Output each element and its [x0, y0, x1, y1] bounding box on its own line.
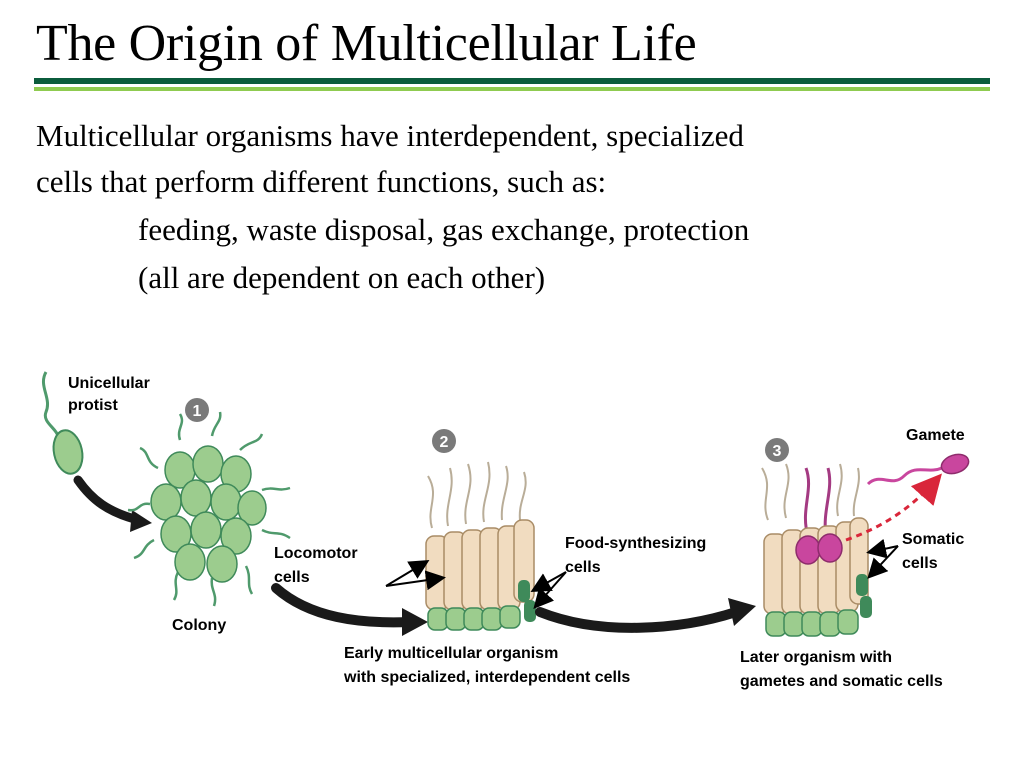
label-food-synthesizing-cells: cells: [565, 559, 601, 576]
label-somatic-cells: cells: [902, 555, 938, 572]
arrow-colony-to-early-organism: [271, 583, 415, 628]
unicellular-protist-cell: [41, 371, 84, 475]
svg-text:1: 1: [193, 403, 202, 420]
arrow-early-to-later-organism: [535, 607, 741, 633]
body-text-line: Multicellular organisms have interdepend…: [36, 118, 744, 153]
label-locomotor: Locomotor: [274, 545, 358, 562]
svg-text:3: 3: [773, 443, 782, 460]
label-locomotor-cells: cells: [274, 569, 310, 586]
slide-title: The Origin of Multicellular Life: [36, 15, 697, 72]
label-later-organism-detail: gametes and somatic cells: [740, 673, 943, 690]
label-protist: protist: [68, 397, 118, 414]
later-organism: [761, 463, 872, 637]
label-early-organism-detail: with specialized, interdependent cells: [344, 669, 631, 686]
early-organism: [425, 461, 536, 631]
food-synthesizing-pointers: [530, 571, 567, 609]
step-1-badge: 1: [185, 398, 209, 422]
title-rule-light: [34, 87, 990, 91]
gamete-cell: [866, 453, 970, 486]
title-rule-dark: [34, 78, 990, 84]
label-early-organism: Early multicellular organism: [344, 645, 559, 662]
step-2-badge: 2: [432, 429, 456, 453]
label-somatic: Somatic: [902, 531, 965, 548]
somatic-pointers: [866, 538, 899, 579]
locomotor-pointers: [385, 559, 446, 591]
label-gamete: Gamete: [906, 427, 965, 444]
multicellularity-diagram: 1: [0, 340, 1024, 720]
step-3-badge: 3: [765, 438, 789, 462]
body-text-indented-line: (all are dependent on each other): [138, 260, 546, 295]
diagram-artwork: 1: [41, 371, 970, 637]
label-colony: Colony: [172, 617, 227, 634]
svg-text:2: 2: [440, 434, 449, 451]
colony-cluster: [127, 411, 291, 607]
dotted-arrow-to-gamete: [845, 473, 942, 542]
label-later-organism: Later organism with: [740, 649, 893, 666]
arrow-protist-to-colony: [73, 475, 143, 525]
label-unicellular: Unicellular: [68, 375, 150, 392]
body-text-line: cells that perform different functions, …: [36, 164, 607, 199]
body-text-indented-line: feeding, waste disposal, gas exchange, p…: [138, 212, 750, 247]
label-food-synthesizing: Food-synthesizing: [565, 535, 707, 552]
